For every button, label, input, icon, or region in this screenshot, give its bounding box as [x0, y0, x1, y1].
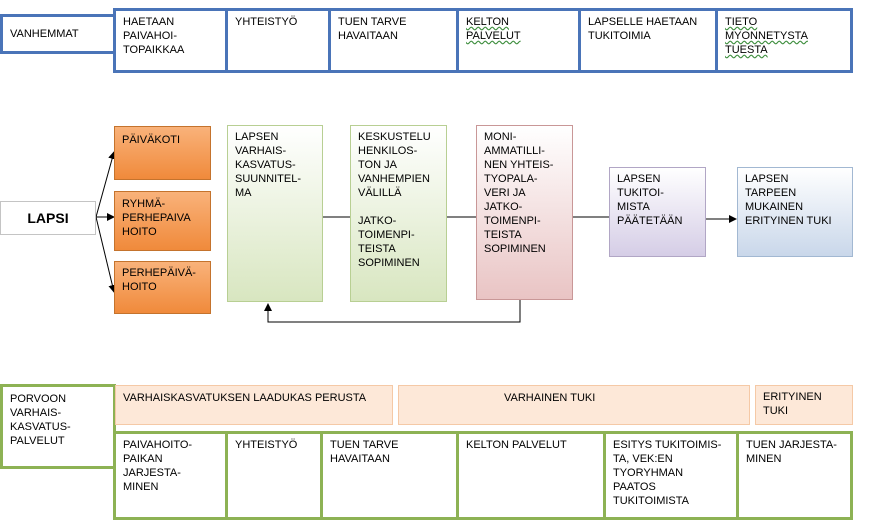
- municipality-cell-cooperation: YHTEISTYÖ: [225, 431, 323, 520]
- parents-cell-cooperation: YHTEISTYÖ: [225, 8, 331, 73]
- parents-cell-applying-support: LAPSELLE HAETAAN TUKITOIMIA: [578, 8, 718, 73]
- care-option-group-family-daycare: RYHMÄ- PERHEPAIVA HOITO: [114, 191, 211, 251]
- care-option-family-daycare: PERHEPÄIVÄ- HOITO: [114, 261, 211, 314]
- arrow-lapsi-to-paivakoti: [95, 151, 116, 218]
- municipality-cell-need-detected: TUEN TARVE HAVAITAAN: [320, 431, 459, 520]
- municipality-cell-kela-services: KELTON PALVELUT: [456, 431, 606, 520]
- feedback-arrow: [264, 300, 521, 323]
- step-multiprofessional-meeting: MONI- AMMATILLI- NEN YHTEIS- TYOPALA- VE…: [476, 125, 573, 300]
- step-special-support: LAPSEN TARPEEN MUKAINEN ERITYINEN TUKI: [737, 167, 853, 257]
- municipality-cell-organizing-daycare: PAIVAHOITO- PAIKAN JARJESTA- MINEN: [113, 431, 228, 520]
- care-option-daycare: PÄIVÄKOTI: [114, 126, 211, 180]
- parents-cell-kela-services: KELTON PALVELUT: [456, 8, 581, 73]
- band-quality-foundation: VARHAISKASVATUKSEN LAADUKAS PERUSTA: [115, 385, 393, 425]
- municipality-cell-organizing-support: TUEN JARJESTA- MINEN: [736, 431, 853, 520]
- arrow-lapsi-to-perhepaiva: [95, 216, 117, 293]
- band-early-support: VARHAINEN TUKI: [398, 385, 750, 425]
- step-education-plan: LAPSEN VARHAIS- KASVATUS- SUUNNITEL- MA: [227, 125, 323, 302]
- parents-cell-applying-daycare: HAETAAN PAIVAHOI- TOPAIKKAA: [113, 8, 228, 73]
- parents-cell-support-info: TIETO MYONNETYSTA TUESTA: [715, 8, 853, 73]
- parents-title: VANHEMMAT: [0, 14, 116, 54]
- parents-cell-need-detected: TUEN TARVE HAVAITAAN: [328, 8, 459, 73]
- municipality-title: PORVOON VARHAIS- KASVATUS- PALVELUT: [0, 384, 116, 469]
- step-staff-parent-discussion: KESKUSTELU HENKILOS- TON JA VANHEMPIEN V…: [350, 125, 447, 302]
- child-box: LAPSI: [0, 201, 96, 235]
- step-support-decision: LAPSEN TUKITOI- MISTA PÄÄTETÄÄN: [609, 167, 706, 257]
- band-special-support: ERITYINEN TUKI: [755, 385, 853, 425]
- municipality-cell-support-proposal: ESITYS TUKITOIMIS- TA, VEK:EN TYORYHMAN …: [603, 431, 739, 520]
